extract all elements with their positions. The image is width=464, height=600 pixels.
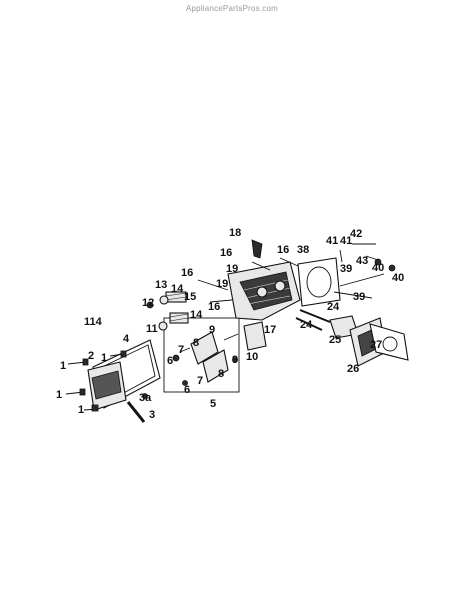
part-1-label[interactable]: 1 — [101, 352, 108, 364]
part-16-label[interactable]: 16 — [208, 301, 221, 313]
part-16-label[interactable]: 16 — [277, 244, 290, 256]
head-bolt-16-b — [279, 257, 299, 267]
stud-24-a — [299, 309, 331, 323]
part-3-label[interactable]: 3 — [149, 409, 156, 421]
part-40-label[interactable]: 40 — [392, 272, 405, 284]
keeper-12 — [146, 301, 154, 309]
nut-40-b — [388, 264, 396, 272]
screw-41 — [339, 249, 343, 263]
part-41-label[interactable]: 41 — [326, 235, 339, 247]
part-19-label[interactable]: 19 — [216, 278, 229, 290]
part-14-label[interactable]: 14 — [190, 309, 203, 321]
part-27-label[interactable]: 27 — [370, 339, 383, 351]
part-39-label[interactable]: 39 — [353, 291, 366, 303]
watermark: AppliancePartsPros.com — [186, 4, 278, 13]
part-13-label[interactable]: 13 — [155, 279, 168, 291]
part-7-label[interactable]: 7 — [197, 375, 204, 387]
part-43-label[interactable]: 43 — [356, 255, 369, 267]
bolt-1-b — [109, 350, 127, 358]
spark-plug-18 — [251, 239, 263, 259]
bolt-43 — [365, 255, 379, 261]
part-8-label[interactable]: 8 — [218, 368, 225, 380]
part-3a-label[interactable]: 3a — [139, 392, 152, 404]
part-9-label[interactable]: 9 — [232, 354, 239, 366]
group-box-5 — [163, 317, 240, 393]
part-14-label[interactable]: 14 — [171, 283, 184, 295]
breather-tube-3 — [126, 401, 146, 423]
part-6-label[interactable]: 6 — [167, 355, 174, 367]
part-1-label[interactable]: 1 — [78, 404, 85, 416]
part-25-label[interactable]: 25 — [329, 334, 342, 346]
bolt-39-a — [339, 273, 385, 287]
head-bolt-16-d — [209, 299, 233, 303]
part-26-label[interactable]: 26 — [347, 363, 360, 375]
nut-40-a — [374, 258, 382, 266]
stud-24-b — [295, 317, 323, 331]
part-9-label[interactable]: 9 — [209, 324, 216, 336]
part-5-label[interactable]: 5 — [210, 398, 217, 410]
part-16-label[interactable]: 16 — [181, 267, 194, 279]
part-6-label[interactable]: 6 — [184, 384, 191, 396]
part-41-label[interactable]: 41 — [340, 235, 353, 247]
head-bolt-16-a — [251, 261, 271, 271]
bracket-10 — [243, 321, 267, 351]
part-15-label[interactable]: 15 — [184, 291, 197, 303]
seal-11 — [158, 321, 168, 331]
part-4-label[interactable]: 4 — [123, 333, 130, 345]
part-24-label[interactable]: 24 — [327, 301, 340, 313]
bolt-39-b — [333, 291, 373, 299]
part-1-label[interactable]: 1 — [60, 360, 67, 372]
part-42-label[interactable]: 42 — [350, 228, 363, 240]
part-7-label[interactable]: 7 — [178, 344, 185, 356]
head-gasket-38 — [297, 257, 341, 307]
part-24-label[interactable]: 24 — [300, 319, 313, 331]
part-16-label[interactable]: 16 — [220, 247, 233, 259]
bolt-1-d — [83, 404, 99, 412]
part-11-label[interactable]: 11 — [146, 323, 158, 335]
part-1-label[interactable]: 1 — [56, 389, 63, 401]
part-39-label[interactable]: 39 — [340, 263, 353, 275]
head-bolt-16-c — [197, 279, 229, 291]
part-19-label[interactable]: 19 — [226, 263, 239, 275]
part-8-label[interactable]: 8 — [193, 337, 200, 349]
gasket-27 — [369, 323, 409, 361]
part-40-label[interactable]: 40 — [372, 262, 385, 274]
part-12-label[interactable]: 12 — [142, 297, 155, 309]
part-10-label[interactable]: 10 — [246, 351, 259, 363]
part-17-label[interactable]: 17 — [264, 324, 277, 336]
bolt-1-c — [65, 388, 86, 396]
part-38-label[interactable]: 38 — [297, 244, 310, 256]
retainer-13 — [159, 295, 169, 305]
bolt-1-a — [67, 358, 89, 366]
part-2-label[interactable]: 2 — [88, 350, 95, 362]
part-114-label[interactable]: 114 — [84, 316, 102, 328]
part-18-label[interactable]: 18 — [229, 227, 242, 239]
